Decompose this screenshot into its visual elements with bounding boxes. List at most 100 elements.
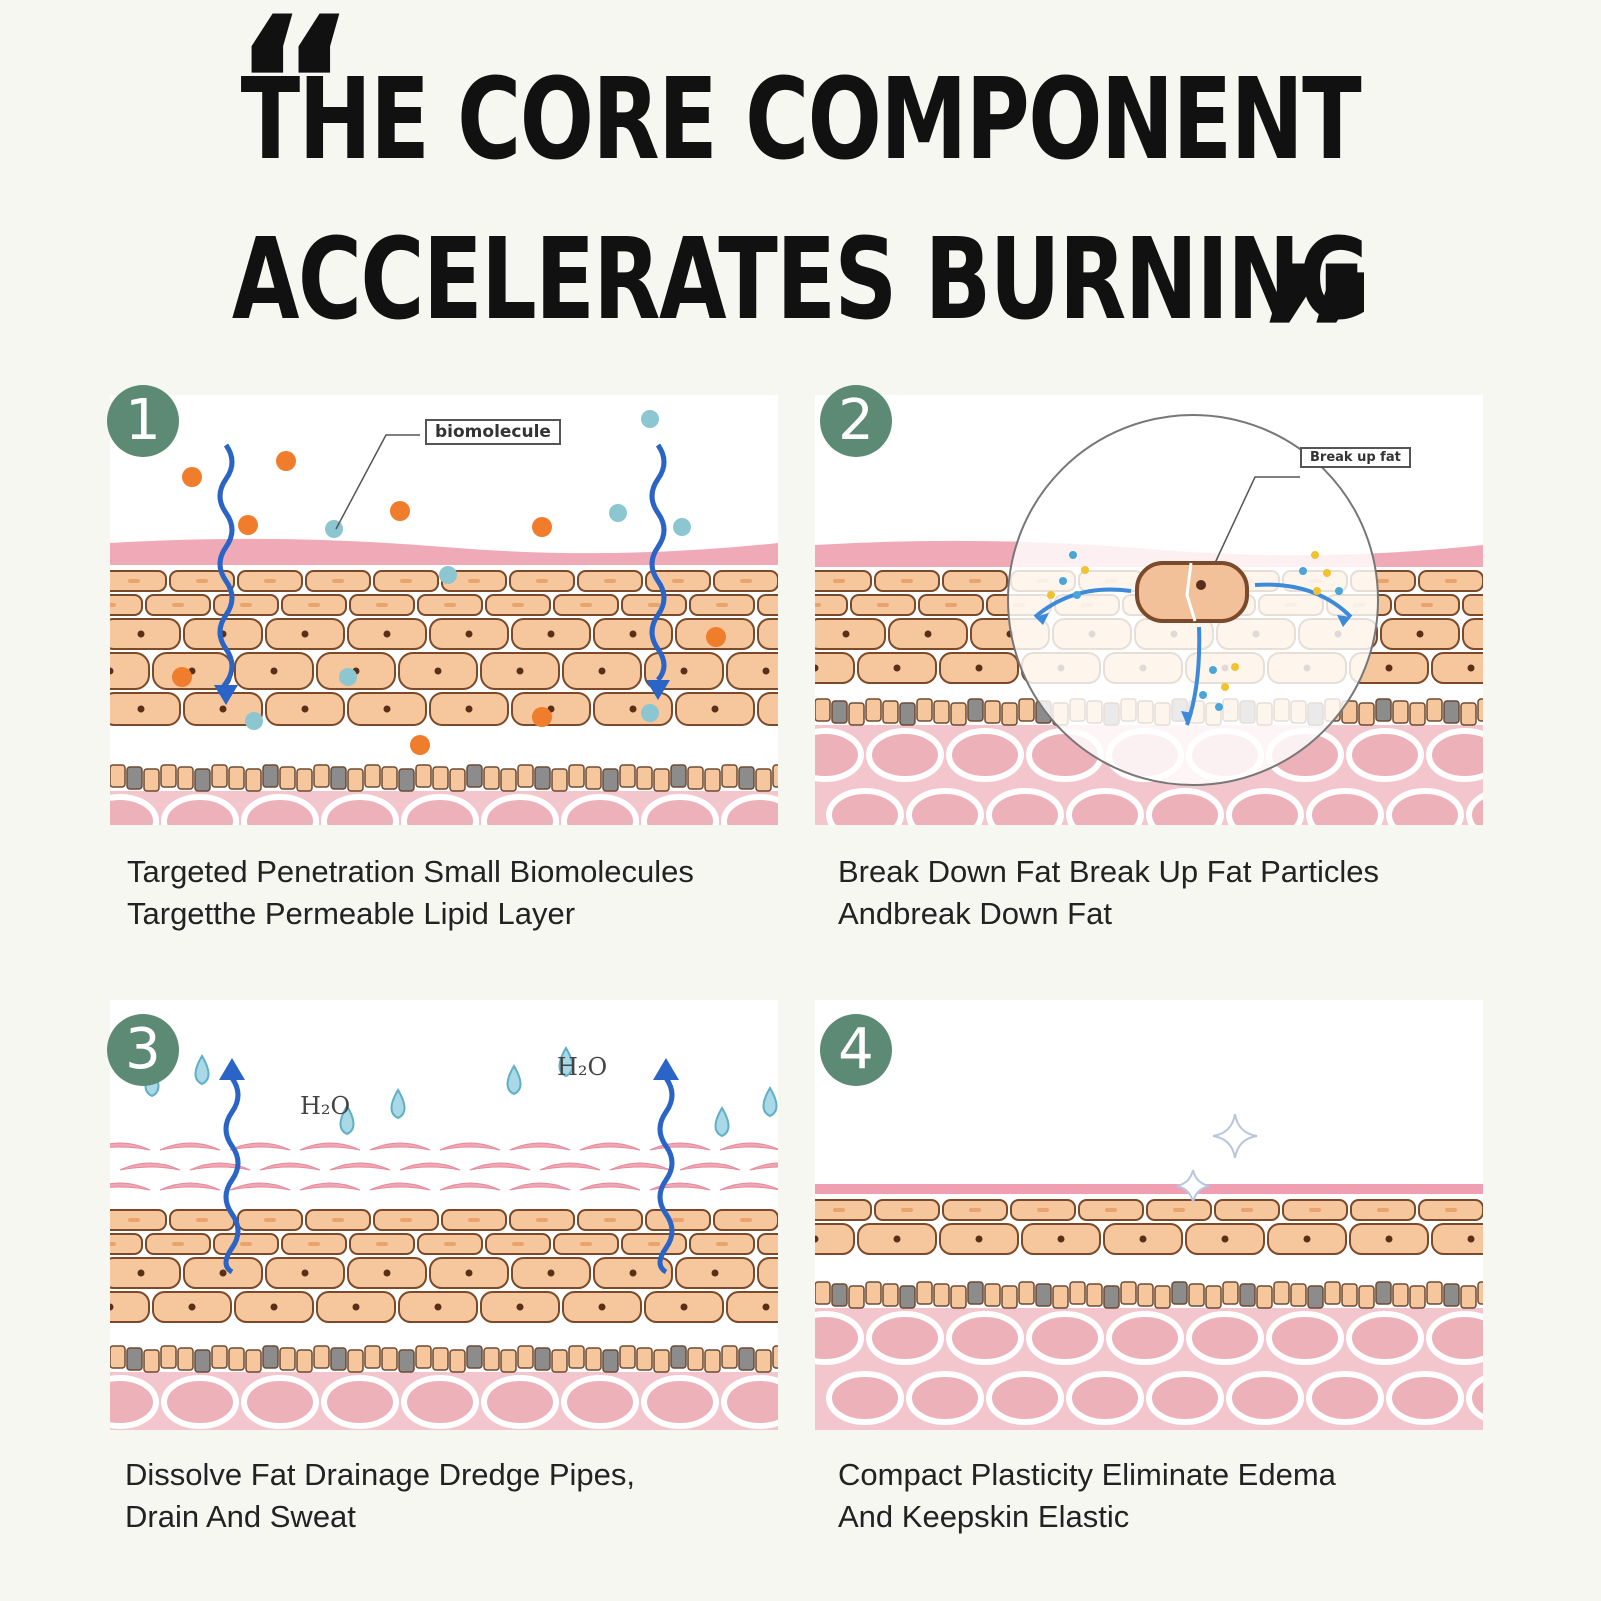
blue-particle [641, 704, 659, 722]
cell-dot [376, 1242, 388, 1246]
dermis-cell [321, 1375, 399, 1429]
basal-cell [313, 1345, 330, 1369]
cell-dot [332, 579, 344, 583]
orange-particle [182, 467, 202, 487]
skin-cell [110, 652, 150, 690]
panel-3-illustration: H₂O H₂O [110, 1000, 778, 1430]
cell-dot [128, 1218, 140, 1222]
flaking-scale [259, 1162, 321, 1171]
basal-cell [296, 768, 313, 792]
dermis-cell [110, 794, 159, 825]
fat-particle [1311, 551, 1319, 559]
basal-cell [432, 766, 449, 790]
flaking-scale [110, 1182, 151, 1191]
dermis-cell [641, 1375, 719, 1429]
cell-dot [969, 579, 981, 583]
cell-dot [376, 603, 388, 607]
basal-cell [364, 764, 381, 788]
basal-cell [1018, 698, 1035, 722]
basal-cell [398, 768, 415, 792]
dermis-cell [1146, 788, 1224, 825]
basal-cell [967, 1281, 984, 1305]
blue-particle [439, 566, 457, 584]
basal-layer [815, 1281, 1483, 1309]
basal-cell [882, 700, 899, 724]
basal-cell [815, 1281, 831, 1305]
fat-particle [1221, 683, 1229, 691]
flaking-scale [369, 1182, 431, 1191]
dermis-cell [826, 1371, 904, 1425]
cell-dot [716, 603, 728, 607]
drainage-arrow [223, 1076, 241, 1275]
flaking-scale [329, 1162, 391, 1171]
cell-nucleus [842, 630, 850, 638]
biomolecule-callout: biomolecule [425, 419, 561, 445]
basal-cell [245, 768, 262, 792]
cell-dot [512, 1242, 524, 1246]
cell-dot [308, 1242, 320, 1246]
basal-cell [1205, 1285, 1222, 1309]
orange-particle [172, 667, 192, 687]
skin-cell [110, 594, 143, 616]
orange-particle [532, 707, 552, 727]
cell-nucleus [815, 1235, 819, 1243]
basal-cell [466, 764, 483, 788]
basal-cell [848, 1285, 865, 1309]
cell-dot [512, 603, 524, 607]
basal-cell [1477, 1281, 1483, 1305]
arrow-head [1035, 613, 1049, 625]
cell-dot [240, 603, 252, 607]
dermis-cell [946, 1311, 1024, 1365]
cell-dot [536, 1218, 548, 1222]
arrow-head-down [214, 685, 238, 705]
basal-cell [415, 764, 432, 788]
dermis-cell [641, 794, 719, 825]
basal-cell [602, 1349, 619, 1373]
blue-particle [245, 712, 263, 730]
dermis-cell [986, 788, 1064, 825]
epidermis-cells [110, 1209, 778, 1323]
dermis-cell [866, 728, 944, 782]
dermis-cell [1346, 1311, 1424, 1365]
basal-cell [916, 1281, 933, 1305]
cell-dot [945, 603, 957, 607]
basal-cell [432, 1347, 449, 1371]
cell-dot [110, 1242, 116, 1246]
panel-3-caption: Dissolve Fat Drainage Dredge Pipes, Drai… [125, 1454, 765, 1538]
fat-particle [1335, 587, 1343, 595]
basal-cell [551, 768, 568, 792]
basal-cell [551, 1349, 568, 1373]
dermis-cell [110, 1375, 159, 1429]
basal-cell [110, 764, 126, 788]
basal-cell [967, 698, 984, 722]
orange-particle [532, 517, 552, 537]
dermis-cell [946, 728, 1024, 782]
basal-cell [262, 764, 279, 788]
water-droplet [339, 1104, 355, 1136]
penetration-arrow [649, 443, 667, 682]
basal-cell [1358, 702, 1375, 726]
cell-nucleus [270, 1303, 278, 1311]
cell-dot [901, 579, 913, 583]
basal-cell [865, 1281, 882, 1305]
dermis-cells [110, 1375, 778, 1429]
cell-nucleus [1057, 1235, 1065, 1243]
dermis-cell [401, 794, 479, 825]
basal-cell [704, 768, 721, 792]
basal-cell [1341, 700, 1358, 724]
flaking-scale [189, 1162, 251, 1171]
dermis-cell [1226, 1371, 1304, 1425]
basal-cell [143, 768, 160, 792]
flaking-scale [679, 1162, 741, 1171]
blue-particle [641, 410, 659, 428]
cell-nucleus [629, 1269, 637, 1277]
basal-cell [449, 1349, 466, 1373]
magnifier-overlay [1007, 414, 1379, 786]
basal-layer [110, 1345, 778, 1373]
basal-cell [984, 700, 1001, 724]
dermis-cell [906, 788, 984, 825]
cell-nucleus [270, 667, 278, 675]
cell-nucleus [301, 1269, 309, 1277]
basal-cell [534, 1347, 551, 1371]
flaking-scale [159, 1182, 221, 1191]
